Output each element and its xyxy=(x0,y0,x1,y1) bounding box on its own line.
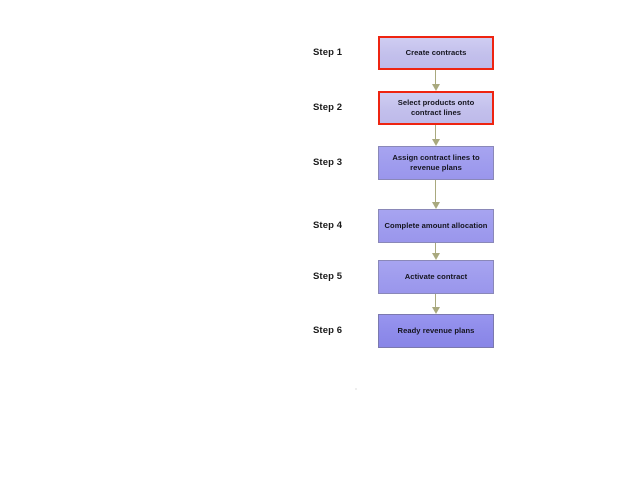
process-node-assign-contract-lines[interactable]: Assign contract lines to revenue plans xyxy=(378,146,494,180)
arrow-connector-3-to-4 xyxy=(430,180,442,209)
arrow-head-icon xyxy=(431,202,440,209)
arrow-shaft-icon xyxy=(435,180,437,203)
process-node-create-contracts[interactable]: Create contracts xyxy=(378,36,494,70)
process-node-select-products[interactable]: Select products onto contract lines xyxy=(378,91,494,125)
arrow-head-icon xyxy=(431,84,440,91)
arrow-connector-4-to-5 xyxy=(430,243,442,260)
arrow-head-icon xyxy=(431,139,440,146)
step-label-1: Step 1 xyxy=(313,47,343,58)
step-label-6: Step 6 xyxy=(313,325,343,336)
render-artifact-speck xyxy=(355,388,357,390)
step-label-4: Step 4 xyxy=(313,220,343,231)
arrow-connector-1-to-2 xyxy=(430,70,442,91)
arrow-shaft-icon xyxy=(435,70,437,85)
process-node-activate-contract[interactable]: Activate contract xyxy=(378,260,494,294)
process-node-ready-revenue-plans[interactable]: Ready revenue plans xyxy=(378,314,494,348)
arrow-connector-2-to-3 xyxy=(430,125,442,146)
arrow-shaft-icon xyxy=(435,294,437,308)
step-label-2: Step 2 xyxy=(313,102,343,113)
arrow-shaft-icon xyxy=(435,125,437,140)
step-label-3: Step 3 xyxy=(313,157,343,168)
step-label-5: Step 5 xyxy=(313,271,343,282)
arrow-connector-5-to-6 xyxy=(430,294,442,314)
arrow-head-icon xyxy=(431,307,440,314)
process-node-complete-allocation[interactable]: Complete amount allocation xyxy=(378,209,494,243)
arrow-shaft-icon xyxy=(435,243,437,254)
arrow-head-icon xyxy=(431,253,440,260)
